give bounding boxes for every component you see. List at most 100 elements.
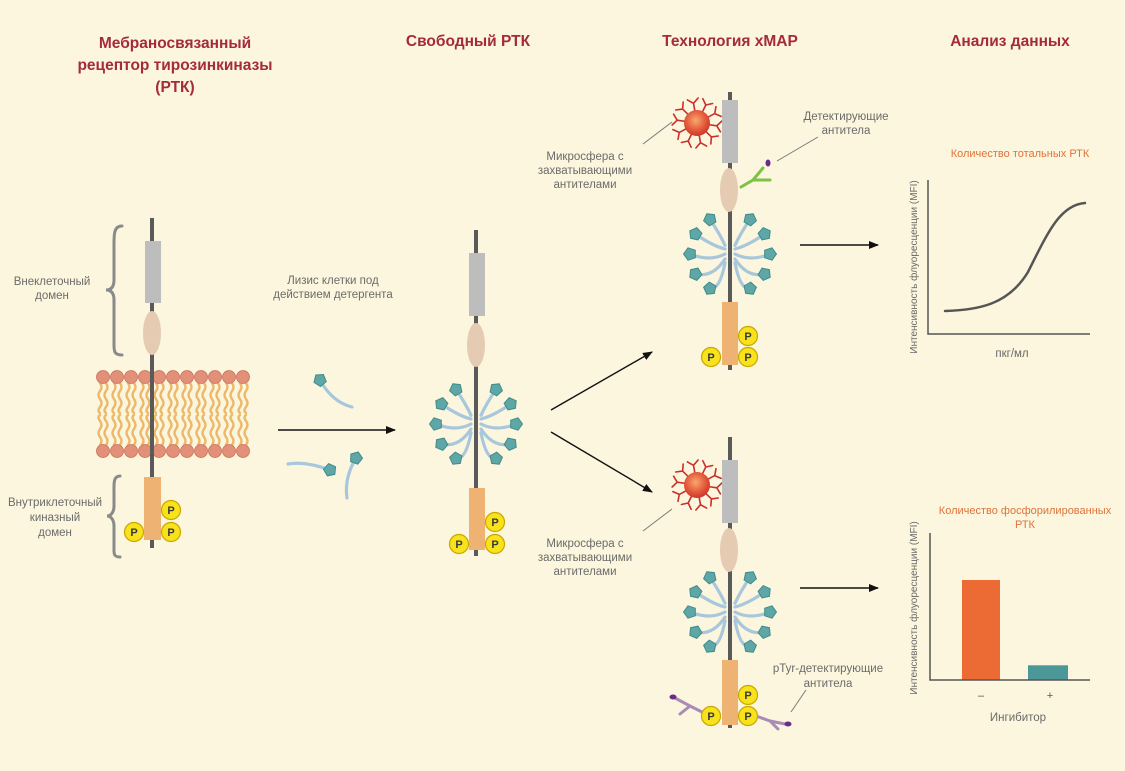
label-intracellular-line2: киназный	[30, 512, 80, 524]
lipid-tail	[181, 413, 187, 447]
detergent-head	[757, 267, 771, 282]
chart-phospho-title-line2: РТК	[1015, 519, 1036, 531]
extracellular-domain	[145, 241, 161, 303]
capture-antibody	[704, 129, 720, 145]
lipid-tail	[243, 381, 249, 415]
capture-antibody	[671, 113, 687, 126]
detergent-head	[689, 625, 703, 640]
microsphere	[671, 97, 723, 149]
detergent-head	[322, 462, 337, 477]
detergent-head	[689, 584, 703, 599]
phosphate-label: P	[455, 539, 462, 551]
detergent-head	[743, 571, 758, 585]
lipid-tail	[237, 381, 243, 415]
phosphate-label: P	[707, 711, 714, 723]
detergent-micelle	[428, 383, 524, 465]
phosphate: P	[123, 521, 145, 543]
lipid-head	[236, 444, 250, 458]
detergent-molecules	[286, 373, 364, 500]
detergent-head	[757, 625, 771, 640]
label-microsphere-bottom-line2: захватывающими	[538, 552, 632, 564]
header-analysis: Анализ данных	[950, 33, 1070, 50]
detergent-head	[702, 571, 717, 585]
lipid-tail	[173, 381, 179, 415]
lipid-tail	[237, 413, 243, 447]
label-ptyr-line2: антитела	[804, 678, 853, 690]
phosphate-label: P	[744, 690, 751, 702]
detergent-head	[489, 383, 504, 397]
lipid-tail	[181, 381, 187, 415]
lipid-tail	[103, 381, 109, 415]
chart-total-xlabel: пкг/мл	[995, 348, 1028, 360]
pointer-detecting-antibody	[776, 136, 819, 162]
antibody-label-dot	[765, 159, 771, 167]
lipid-tail	[223, 413, 229, 447]
header-membrane-line1: Мебраносвязанный	[99, 35, 251, 52]
pointer-microsphere-top	[642, 121, 673, 145]
lipid-head	[194, 370, 208, 384]
detergent-head	[313, 373, 327, 388]
lipid-tail	[195, 413, 201, 447]
phosphate: P	[160, 499, 182, 521]
lipid-tail	[139, 381, 145, 415]
capture-antibody	[672, 127, 689, 141]
header-free-rtk: Свободный РТК	[406, 33, 531, 50]
lipid-tail	[111, 413, 117, 447]
detergent-tail	[318, 378, 354, 409]
detergent-head	[448, 451, 463, 465]
lipid-head	[110, 370, 124, 384]
label-detecting-line1: Детектирующие	[803, 111, 888, 123]
chart-phospho-title-line1: Количество фосфорилированных	[939, 505, 1112, 517]
lipid-head	[222, 370, 236, 384]
lipid-head	[124, 444, 138, 458]
chart-total-axes	[927, 180, 1090, 335]
receptor-juxtamembrane-domain	[720, 528, 738, 572]
label-lysis-line1: Лизис клетки под	[287, 275, 379, 287]
detergent-head	[764, 605, 778, 619]
label-extracellular-line1: Внеклеточный	[14, 276, 91, 288]
lipid-head	[152, 370, 166, 384]
lipid-head	[138, 444, 152, 458]
label-lysis-line2: действием детергента	[273, 289, 393, 301]
capture-antibody	[680, 494, 693, 511]
phosphate: P	[448, 533, 470, 555]
detergent-head	[757, 226, 771, 241]
phosphate-label: P	[491, 517, 498, 529]
detergent-micelle	[682, 571, 778, 653]
chart-phospho-axes	[929, 533, 1090, 681]
extracellular-domain	[469, 253, 485, 316]
receptor-juxtamembrane-domain	[467, 323, 485, 367]
label-ptyr-line1: pTyr-детектирующие	[773, 663, 883, 675]
phosphate-label: P	[744, 331, 751, 343]
phosphate-label: P	[491, 539, 498, 551]
detergent-head	[682, 605, 696, 619]
lipid-tail	[209, 381, 215, 415]
lipid-head	[152, 444, 166, 458]
detergent-head	[448, 383, 463, 397]
phosphate: P	[484, 511, 506, 533]
capture-antibody	[704, 491, 720, 507]
lipid-head	[194, 444, 208, 458]
lipid-tail	[215, 381, 221, 415]
label-microsphere-bottom-line3: антителами	[553, 566, 616, 578]
capture-antibody	[671, 475, 687, 488]
microsphere-bead	[684, 472, 710, 498]
lipid-tail	[187, 381, 193, 415]
antibody-label-dot	[669, 694, 677, 700]
detergent-head	[743, 639, 758, 653]
lipid-tail	[111, 381, 117, 415]
capture-antibody	[674, 463, 690, 479]
phosphate-label: P	[130, 527, 137, 539]
lipid-tail	[97, 413, 103, 447]
chart-total-ylabel: Интенсивность флуоресценции (MFI)	[908, 180, 920, 353]
lipid-tail	[125, 381, 131, 415]
lipid-head	[96, 370, 110, 384]
label-detecting-line2: антитела	[822, 125, 871, 137]
phosphate: P	[700, 705, 722, 727]
capture-antibody	[701, 459, 714, 476]
chart-phospho-xlabel: Ингибитор	[990, 712, 1046, 724]
phosphate-label: P	[707, 352, 714, 364]
header-xmap: Технология xMAP	[662, 33, 798, 50]
lipid-tail	[215, 413, 221, 447]
capture-antibody	[707, 120, 723, 133]
